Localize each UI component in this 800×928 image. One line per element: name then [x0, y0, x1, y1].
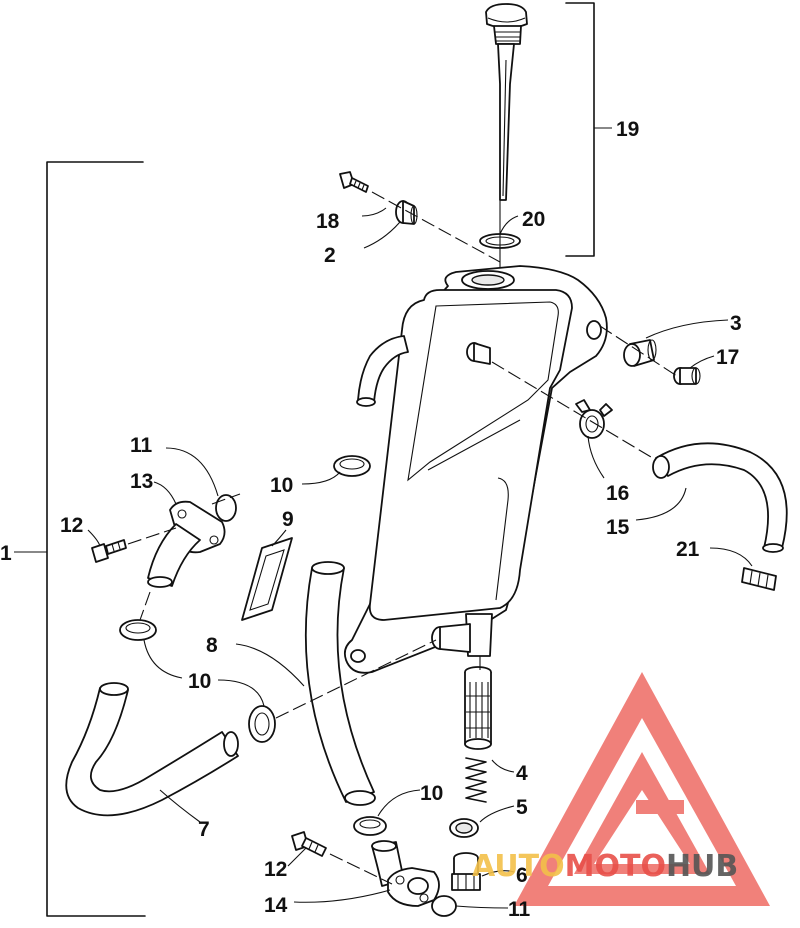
- callout-labels: 1 2 3 4 5 6 7 8 9 10 10 10 11 11 12 12 1…: [0, 118, 742, 921]
- callout-12a: 12: [60, 514, 83, 537]
- callout-12b: 12: [264, 858, 287, 881]
- callout-8: 8: [206, 634, 218, 657]
- bushing-2: [395, 200, 418, 225]
- vent-filter-21: [741, 567, 777, 591]
- hose-8: [304, 561, 376, 806]
- callout-4: 4: [516, 762, 528, 785]
- callout-19: 19: [616, 118, 639, 141]
- clamp-10-upper: [333, 455, 371, 477]
- callout-14: 14: [264, 894, 288, 917]
- callout-17: 17: [716, 346, 739, 369]
- o-ring-11-upper: [215, 494, 237, 522]
- callout-9: 9: [282, 508, 294, 531]
- callout-13: 13: [130, 470, 153, 493]
- clamp-10-lower: [353, 816, 387, 836]
- elbow-fitting-13: [147, 500, 226, 588]
- svg-text:AUTOMOTOHUB: AUTOMOTOHUB: [472, 849, 738, 884]
- watermark-logo: [514, 672, 770, 906]
- callout-11a: 11: [130, 434, 153, 457]
- watermark-hub: HUB: [666, 849, 738, 884]
- elbow-fitting-14: [371, 840, 440, 907]
- clamp-10-middle: [248, 705, 276, 743]
- callout-10c: 10: [420, 782, 443, 805]
- callout-20: 20: [522, 208, 545, 231]
- callout-7: 7: [198, 818, 210, 841]
- callout-16: 16: [606, 482, 629, 505]
- callout-2: 2: [324, 244, 336, 267]
- callout-10b: 10: [188, 670, 211, 693]
- bracket-assembly-19: [565, 2, 612, 257]
- callout-18: 18: [316, 210, 340, 233]
- sleeve-17: [673, 367, 701, 385]
- clamp-10-left: [119, 619, 157, 641]
- callout-1: 1: [0, 542, 12, 565]
- watermark-text: AUTOMOTOHUB: [472, 849, 738, 884]
- watermark-auto: AUTO: [472, 849, 565, 884]
- spring: [465, 757, 487, 803]
- clamp-16: [575, 399, 613, 439]
- callout-3: 3: [730, 312, 742, 335]
- callout-6: 6: [516, 864, 528, 887]
- bolt-12-upper: [91, 539, 127, 563]
- leader-lines: [87, 207, 753, 909]
- drain-plug-6: [451, 852, 481, 891]
- hose-7: [65, 682, 239, 817]
- callout-10a: 10: [270, 474, 293, 497]
- oil-tank: [343, 265, 608, 674]
- callout-21: 21: [676, 538, 700, 561]
- callout-5: 5: [516, 796, 528, 819]
- grommet-3: [623, 339, 657, 367]
- o-ring-11-lower: [431, 895, 457, 917]
- bolt-18: [339, 171, 369, 193]
- decal-9: [241, 537, 293, 621]
- bolt-12-lower: [291, 831, 327, 857]
- o-ring-5: [449, 818, 479, 838]
- dipstick-cap: [485, 3, 528, 201]
- vent-hose-15: [652, 442, 788, 553]
- screen-filter-4: [464, 666, 492, 750]
- watermark-moto: MOTO: [565, 849, 666, 884]
- callout-15: 15: [606, 516, 630, 539]
- bracket-assembly-1: [14, 161, 146, 917]
- callout-11b: 11: [508, 898, 531, 921]
